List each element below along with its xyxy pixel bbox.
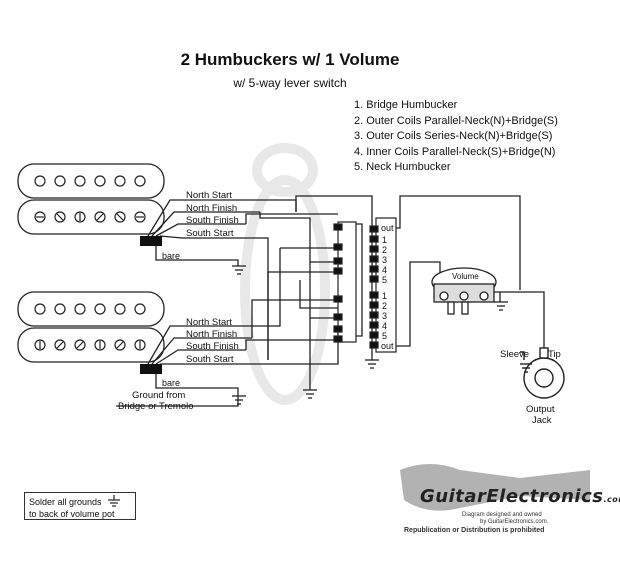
bridge-south-start-label: South Start (186, 228, 234, 239)
ground-note-line2: to back of volume pot (29, 509, 115, 519)
switch-body (375, 217, 397, 353)
bridge-north-finish-label: North Finish (186, 203, 238, 214)
logo-name-text: GuitarElectronics (420, 486, 604, 507)
logo-line1: Diagram designed and owned (462, 512, 542, 518)
bridge-coil-north (17, 163, 165, 199)
ground-note-line1: Solder all grounds (29, 497, 102, 507)
neck-south-start-label: South Start (186, 354, 234, 365)
logo-guitar-icon (400, 464, 590, 511)
watermark-guitar (240, 143, 330, 405)
bridge-pickup (17, 163, 165, 235)
neck-pole-pieces (34, 303, 146, 351)
diagram-title: 2 Humbuckers w/ 1 Volume (180, 50, 400, 69)
ground-label-line2: Bridge or Tremolo (118, 401, 194, 412)
bridge-bare-label: bare (162, 251, 181, 261)
switch-label-5b: 5 (382, 331, 388, 341)
jack-tip-label: Tip (548, 349, 561, 360)
neck-north-finish-label: North Finish (186, 329, 238, 340)
bridge-cable-jacket (140, 236, 162, 246)
position-5: 5. Neck Humbucker (354, 161, 451, 173)
neck-coil-north (17, 291, 165, 327)
switch-label-5a: 5 (382, 275, 388, 285)
neck-pickup (17, 291, 165, 363)
neck-screw-slots (39, 341, 141, 349)
switch-wafer (337, 221, 357, 343)
neck-coil-south (17, 327, 165, 363)
logo-line3: Republication or Distribution is prohibi… (404, 527, 545, 534)
logo-name: GuitarElectronics.com (420, 486, 620, 507)
position-3: 3. Outer Coils Series-Neck(N)+Bridge(S) (354, 130, 553, 142)
jack-sleeve-label: Sleeve (500, 349, 530, 360)
note-ground-icon (108, 495, 120, 507)
bridge-north-start-label: North Start (186, 190, 232, 201)
position-legend: 1. Bridge Humbucker 2. Outer Coils Paral… (354, 98, 558, 176)
bridge-coil-south (17, 199, 165, 235)
logo-suffix: .com (603, 495, 620, 504)
neck-south-finish-label: South Finish (186, 341, 239, 352)
bridge-south-finish-label: South Finish (186, 215, 239, 226)
logo-line2: by GuitarElectronics.com. (480, 519, 549, 525)
switch-label-4a: 4 (382, 265, 388, 275)
position-4: 4. Inner Coils Parallel-Neck(S)+Bridge(N… (354, 145, 556, 158)
jack-label-line2: Jack (532, 415, 552, 426)
switch-label-1b: 1 (382, 291, 388, 301)
output-jack (520, 347, 565, 399)
ground-label-line1: Ground from (132, 390, 186, 401)
lever-switch (333, 217, 397, 353)
position-2: 2. Outer Coils Parallel-Neck(N)+Bridge(S… (354, 114, 558, 127)
neck-north-start-label: North Start (186, 317, 232, 328)
volume-pot (431, 267, 508, 315)
switch-label-4b: 4 (382, 321, 388, 331)
ground-symbol-neck (232, 395, 246, 405)
switch-lugs (333, 223, 379, 349)
position-1: 1. Bridge Humbucker (354, 99, 458, 111)
ground-note-box: Solder all grounds to back of volume pot (24, 492, 136, 520)
diagram-subtitle: w/ 5-way lever switch (233, 76, 347, 90)
neck-bare-label: bare (162, 378, 181, 388)
bridge-screw-slots (36, 213, 144, 221)
switch-label-out-bottom: out (381, 341, 394, 351)
jack-label-line1: Output (526, 404, 555, 415)
switch-label-3a: 3 (382, 255, 388, 265)
switch-label-2b: 2 (382, 301, 388, 311)
switch-label-out-top: out (381, 223, 394, 233)
guitar-electronics-logo: GuitarElectronics.com Diagram designed a… (396, 460, 620, 540)
switch-label-1a: 1 (382, 235, 388, 245)
ground-symbol-switch (303, 359, 379, 399)
neck-cable-jacket (140, 364, 162, 374)
switch-label-3b: 3 (382, 311, 388, 321)
volume-label: Volume (452, 272, 479, 281)
ground-symbol-bridge (232, 265, 246, 275)
switch-label-2a: 2 (382, 245, 388, 255)
